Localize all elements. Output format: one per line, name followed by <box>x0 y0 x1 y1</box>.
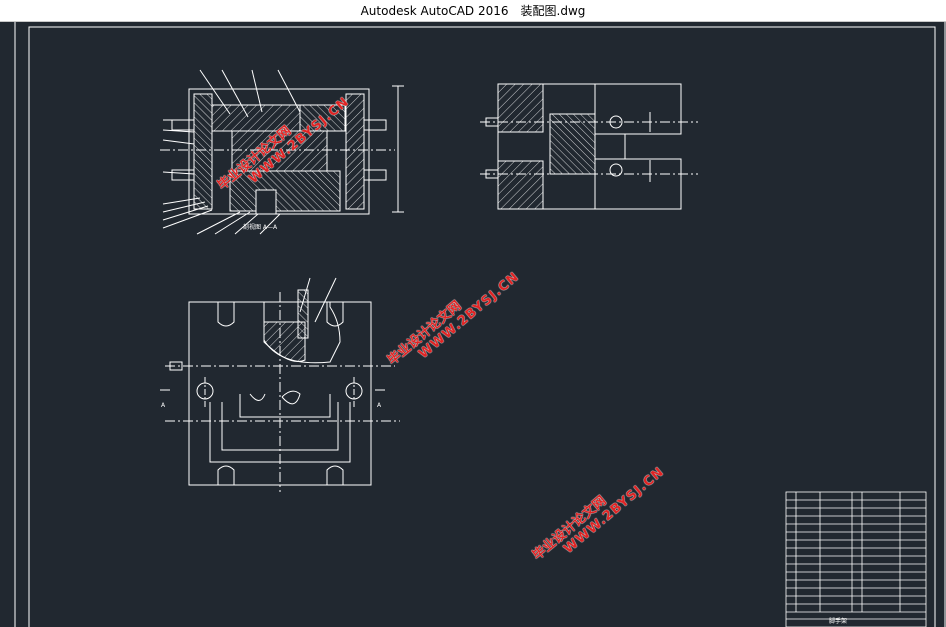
plan-view <box>160 277 400 492</box>
file-name: 装配图.dwg <box>520 4 586 18</box>
side-view <box>480 83 698 210</box>
cad-drawing[interactable]: 剖视图 A—A <box>0 22 946 627</box>
drawing-viewport[interactable]: 剖视图 A—A <box>0 22 946 627</box>
window-title-bar: Autodesk AutoCAD 2016 装配图.dwg <box>0 0 946 22</box>
app-title: Autodesk AutoCAD 2016 <box>360 3 509 18</box>
sheet-border-inner <box>28 26 936 627</box>
title-block-name: 脚手架 <box>829 617 847 625</box>
section-mark-left: A <box>161 402 166 409</box>
title-block <box>785 491 927 627</box>
section-view-a-a <box>160 69 404 235</box>
section-label: 剖视图 A—A <box>243 223 278 231</box>
section-mark-right: A <box>377 402 382 409</box>
sheet-border-outer <box>14 22 946 627</box>
